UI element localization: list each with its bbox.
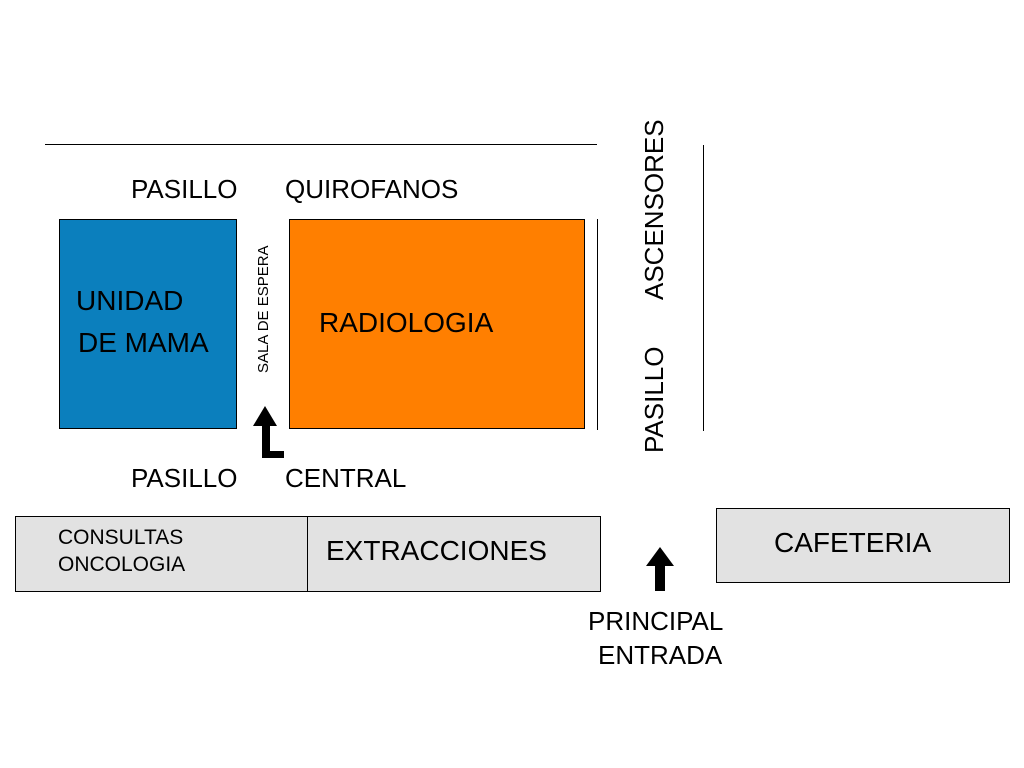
radiologia-block: RADIOLOGIA [289, 219, 585, 429]
sala-espera-label: SALA DE ESPERA [255, 245, 272, 373]
extracciones-label: EXTRACCIONES [326, 535, 547, 566]
corridor-central-word2: CENTRAL [285, 463, 407, 493]
radiologia-side-wall [597, 219, 598, 430]
corridor-ascensores-word1: PASILLO [639, 346, 669, 453]
unidad-mama-block: UNIDAD DE MAMA [59, 219, 237, 429]
corridor-quirofanos-word2: QUIROFANOS [285, 174, 459, 204]
entrance-line1: PRINCIPAL [588, 606, 724, 636]
up-arrow-icon [646, 547, 674, 591]
cafeteria-label: CAFETERIA [774, 527, 932, 558]
top-wall-line [45, 144, 597, 145]
cafeteria-box: CAFETERIA [716, 508, 1010, 583]
ascensores-wall-line [703, 145, 704, 431]
extracciones-box: EXTRACCIONES [307, 516, 601, 592]
consultas-oncologia-line2: ONCOLOGIA [58, 553, 186, 576]
consultas-oncologia-box: CONSULTAS ONCOLOGIA [15, 516, 309, 592]
unidad-mama-line2: DE MAMA [78, 327, 209, 358]
turn-up-arrow-icon [253, 406, 284, 458]
consultas-oncologia-line1: CONSULTAS [58, 526, 184, 549]
radiologia-label: RADIOLOGIA [319, 307, 494, 338]
entrance-line2: ENTRADA [598, 640, 723, 670]
corridor-central-word1: PASILLO [131, 463, 238, 493]
unidad-mama-line1: UNIDAD [76, 285, 184, 316]
corridor-quirofanos-word1: PASILLO [131, 174, 238, 204]
corridor-ascensores-word2: ASCENSORES [639, 119, 669, 300]
